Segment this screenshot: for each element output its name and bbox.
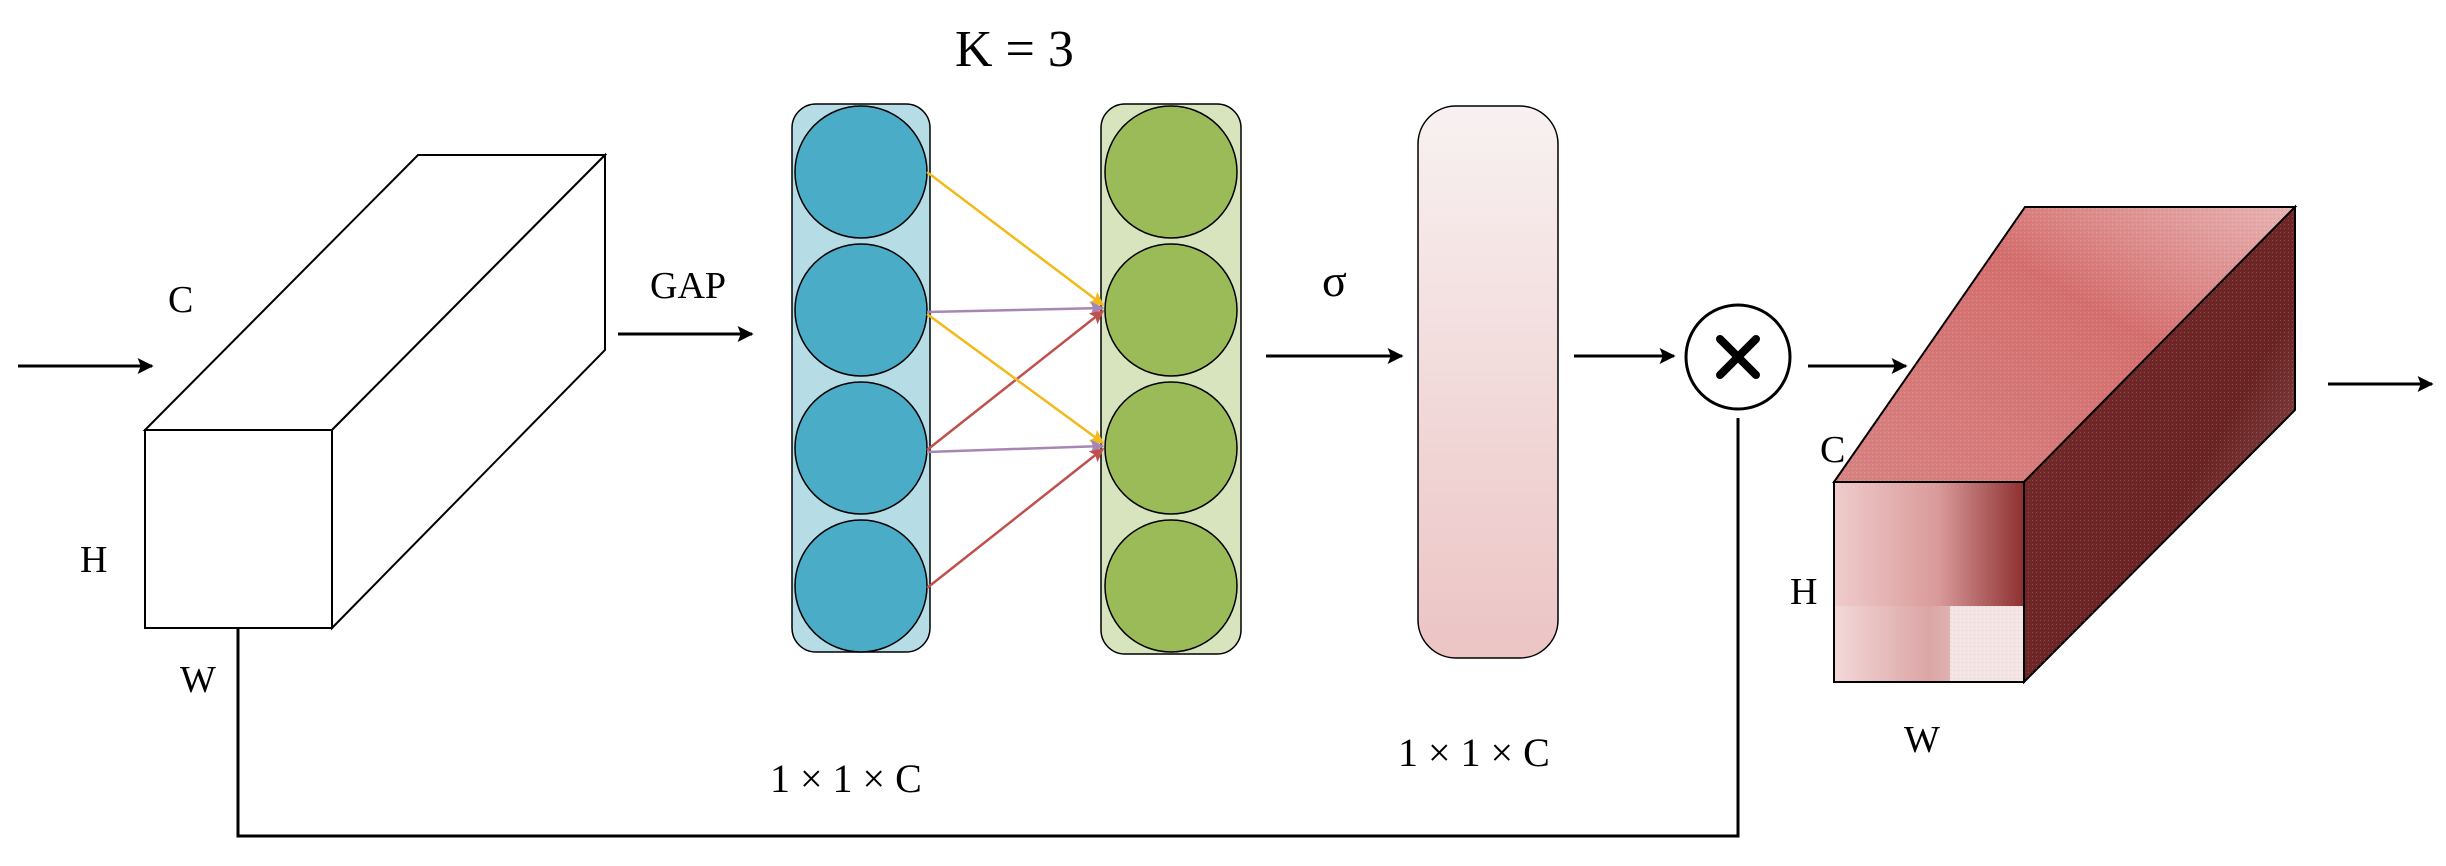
input-c-label: C [168, 279, 193, 321]
weights-dims-label: 1 × 1 × C [1398, 730, 1550, 775]
output-feature-cube [1832, 204, 2298, 685]
output-node-column [1100, 103, 1242, 655]
gap-label: GAP [650, 265, 726, 307]
fc-dims-label: 1 × 1 × C [770, 756, 922, 801]
input-node-2 [794, 243, 928, 377]
output-node-2 [1104, 243, 1238, 377]
input-feature-cube [142, 152, 608, 631]
conv-arrow-yellow-1 [926, 171, 1105, 306]
skip-connection [236, 418, 1740, 838]
kernel-size-label: K = 3 [955, 21, 1074, 78]
output-node-4 [1104, 519, 1238, 653]
input-h-label: H [80, 539, 107, 581]
input-w-label: W [180, 659, 216, 701]
sigma-label: σ [1322, 255, 1347, 306]
conv-arrow-purple-2 [926, 439, 1105, 454]
output-node-3 [1104, 381, 1238, 515]
input-node-1 [794, 105, 928, 239]
conv-arrow-yellow-2 [926, 312, 1105, 445]
multiply-circle-icon [1684, 303, 1792, 411]
conv-arrow-red-1 [926, 310, 1105, 451]
output-h-label: H [1790, 571, 1817, 613]
conv-arrow-red-2 [926, 448, 1105, 589]
input-node-4 [794, 519, 928, 653]
output-c-label: C [1820, 429, 1845, 471]
output-node-1 [1104, 105, 1238, 239]
channel-weights-bar [1417, 105, 1559, 659]
input-node-3 [794, 381, 928, 515]
output-w-label: W [1904, 719, 1940, 761]
conv-arrow-purple-1 [926, 301, 1105, 316]
